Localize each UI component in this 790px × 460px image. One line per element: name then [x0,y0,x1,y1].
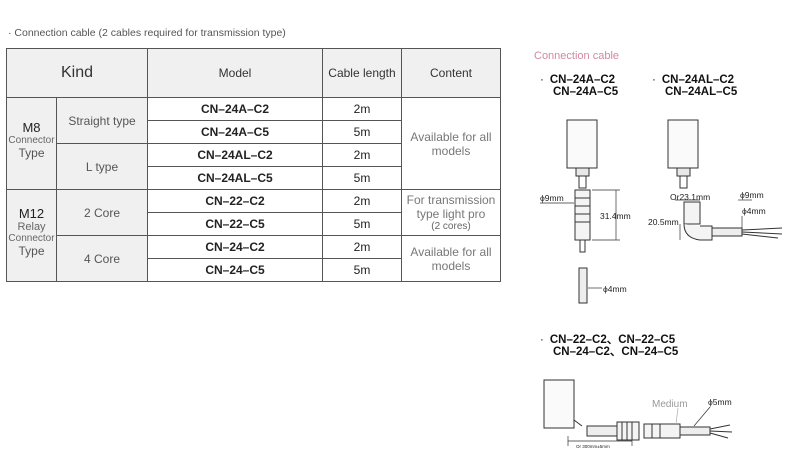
bullet-icon: · [540,334,544,346]
group-name: M8 [22,120,41,135]
content-2core: For transmission type light pro (2 cores… [401,189,501,236]
dim-label: ϕ5mm [708,397,732,407]
model-cell: CN–24A–C2 [147,97,323,121]
length-cell: 5m [322,258,402,282]
item-line: CN–24AL–C2 [661,74,735,86]
dim-label: Or23.1mm [670,192,710,202]
dim-label: 20.5mm [648,217,679,227]
dim-label: ϕ4mm [603,284,627,294]
dim-label: ϕ4mm [742,206,766,216]
content-text: Available for all models [410,244,492,273]
cable-drawings: ϕ9mm 31.4mm ϕ4mm Or23.1mm ϕ9mm 20.5mm ϕ4… [540,119,783,449]
item-line: CN–22–C2、CN–22–C5 [549,334,676,346]
subtype-l: L type [56,143,148,190]
relay-cable-drawing [543,379,733,446]
content-m8: Available for all models [401,97,501,190]
model-cell: CN–24AL–C2 [147,143,323,167]
bullet-icon: · [540,74,544,86]
group-m12: M12 Relay Connector Type [6,189,57,282]
item-cn24a: · CN–24A–C2 CN–24A–C5 [540,74,618,98]
length-cell: 2m [322,143,402,167]
length-cell: 5m [322,166,402,190]
group-sub: Type [18,146,45,160]
cable-spec-table: Kind Model Cable length Content M8 Conne… [6,48,501,282]
group-name: M12 [18,206,45,221]
dim-label: Medium [652,399,688,410]
length-cell: 2m [322,97,402,121]
content-4core: Available for all models [401,235,501,282]
item-cn22: · CN–22–C2、CN–22–C5 CN–24–C2、CN–24–C5 [540,334,678,358]
header-cable-length: Cable length [322,48,402,98]
content-text: For transmission type light pro [406,193,496,221]
model-cell: CN–24–C5 [147,258,323,282]
table-row: M8 Connector Type Straight type CN–24A–C… [6,97,501,190]
model-cell: CN–24AL–C5 [147,166,323,190]
item-line: CN–24–C2、CN–24–C5 [553,346,679,358]
item-line: CN–24A–C2 [549,74,616,86]
table-row: M12 Relay Connector Type 2 Core CN–22–C2… [6,189,501,282]
group-sub: Connector [8,233,55,244]
table-row: CN–24–C5 5m [7,258,501,282]
table-row: 4 Core CN–24–C2 2m Available for all mod… [7,235,501,282]
subtype-straight: Straight type [56,97,148,144]
dim-label: ϕ9mm [540,193,564,203]
model-cell: CN–24A–C5 [147,120,323,144]
connection-cable-figure-panel: Connection cable · CN–24A–C2 CN–24A–C5 · C… [530,0,790,460]
group-sub: Relay [17,221,46,233]
header-content: Content [401,48,501,98]
model-cell: CN–22–C2 [147,189,323,213]
length-cell: 2m [322,189,402,213]
model-cell: CN–22–C5 [147,212,323,236]
content-note: (2 cores) [431,221,471,232]
item-line: CN–24AL–C5 [665,86,738,98]
table-row: L type CN–24AL–C2 2m [7,143,501,190]
dim-label: ϕ9mm [740,190,764,200]
group-sub: Connector [8,135,55,146]
subtype-4core: 4 Core [56,235,148,282]
table-row: CN–24A–C5 5m [7,120,501,144]
length-cell: 2m [322,235,402,259]
length-cell: 5m [322,120,402,144]
content-text: Available for all models [410,129,492,158]
group-m8: M8 Connector Type [6,97,57,190]
dim-label: 31.4mm [600,211,631,221]
item-cn24al: · CN–24AL–C2 CN–24AL–C5 [652,74,737,98]
length-cell: 5m [322,212,402,236]
table-row: CN–24AL–C5 5m [7,166,501,190]
group-sub: Type [18,244,45,258]
figure-title: Connection cable [534,50,620,62]
caption: · Connection cable (2 cables required fo… [8,27,286,39]
subtype-2core: 2 Core [56,189,148,236]
header-kind: Kind [6,48,148,98]
l-type-cable-drawing [667,119,783,241]
straight-cable-drawing [540,119,620,304]
bullet-icon: · [652,74,656,86]
item-line: CN–24A–C5 [553,86,619,98]
header-model: Model [147,48,323,98]
model-cell: CN–24–C2 [147,235,323,259]
dim-label: Or 300mm±5mm [576,444,610,449]
